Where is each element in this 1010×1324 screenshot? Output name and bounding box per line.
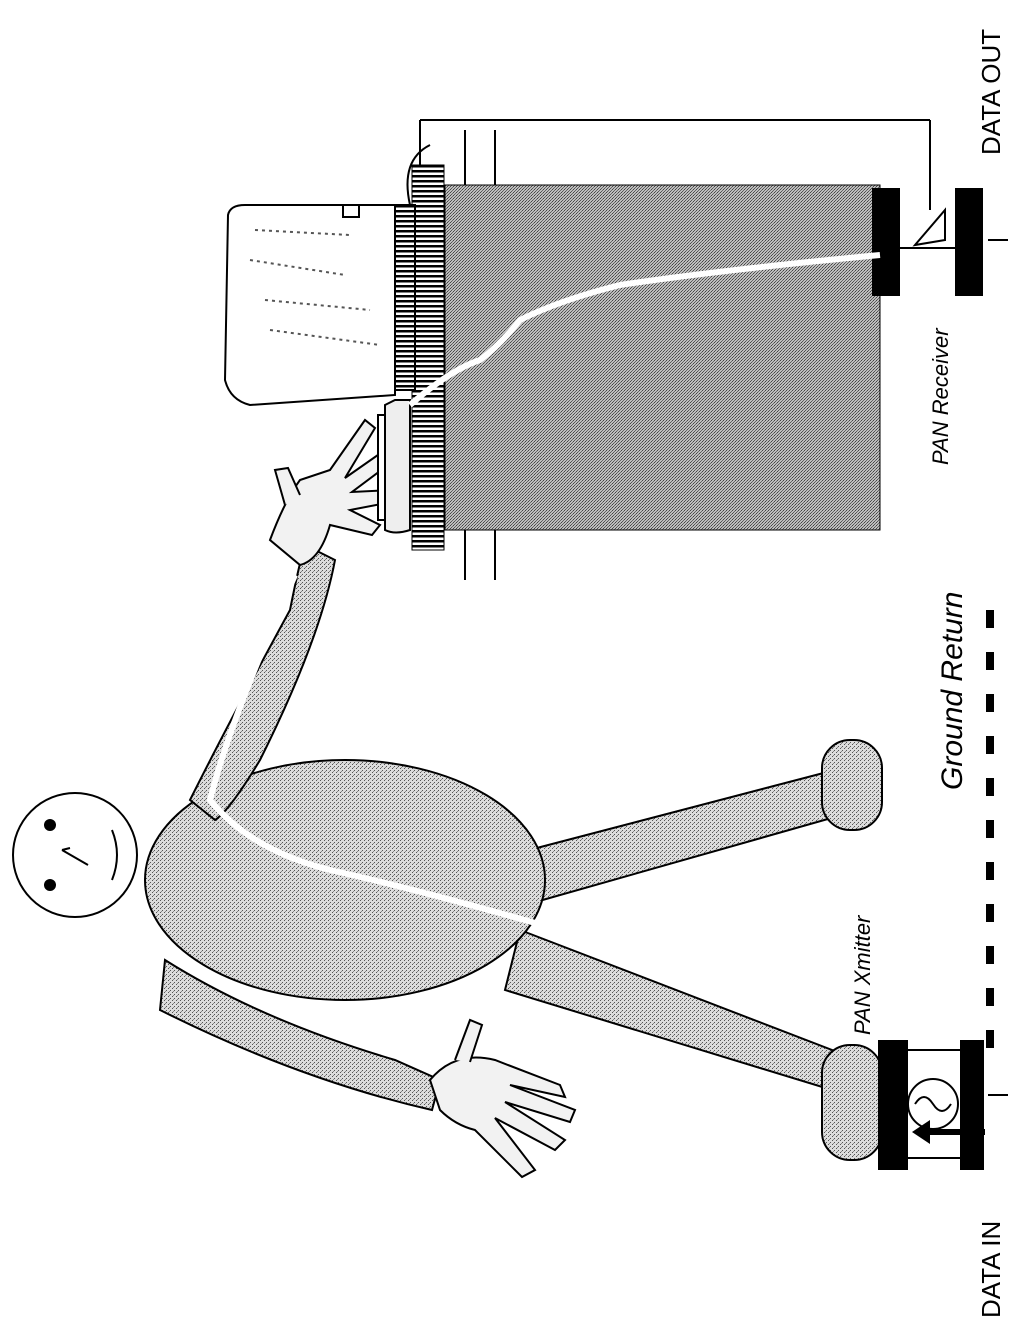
lower-leg xyxy=(503,928,849,1092)
torso xyxy=(144,759,546,1001)
computer-monitor xyxy=(223,144,431,407)
signal-path xyxy=(408,252,881,408)
left-eye xyxy=(44,819,56,831)
receiver-lower-electrode xyxy=(955,188,983,296)
body-current-path xyxy=(206,573,851,1003)
amplifier-icon xyxy=(419,119,955,249)
transmitter-lower-electrode xyxy=(960,1040,984,1170)
upper-leg xyxy=(508,768,851,907)
head xyxy=(12,792,138,918)
pan-receiver-label: PAN Receiver xyxy=(928,327,953,465)
lower-arm xyxy=(158,958,442,1112)
ground-return-label: Ground Return xyxy=(936,592,969,790)
data-in-label: DATA IN xyxy=(976,1221,1006,1318)
data-out-label: DATA OUT xyxy=(976,29,1006,155)
workstation xyxy=(223,119,1008,580)
person-figure xyxy=(12,418,883,1179)
nose xyxy=(61,847,89,866)
upper-foot xyxy=(821,739,883,831)
receiver-upper-electrode xyxy=(872,188,900,296)
data-in-arrow-icon xyxy=(912,1120,985,1144)
right-eye xyxy=(44,879,56,891)
table-top-edge xyxy=(411,164,445,551)
pan-transmitter-label: PAN Xmitter xyxy=(850,914,875,1035)
table-body xyxy=(444,184,881,531)
lower-hand xyxy=(428,1018,577,1179)
raised-hand xyxy=(268,418,394,567)
transmitter-upper-electrode xyxy=(878,1040,908,1170)
pan-transmitter xyxy=(878,1040,1008,1170)
lower-foot xyxy=(821,1044,883,1161)
keyboard xyxy=(377,399,411,534)
mouth xyxy=(111,829,118,881)
